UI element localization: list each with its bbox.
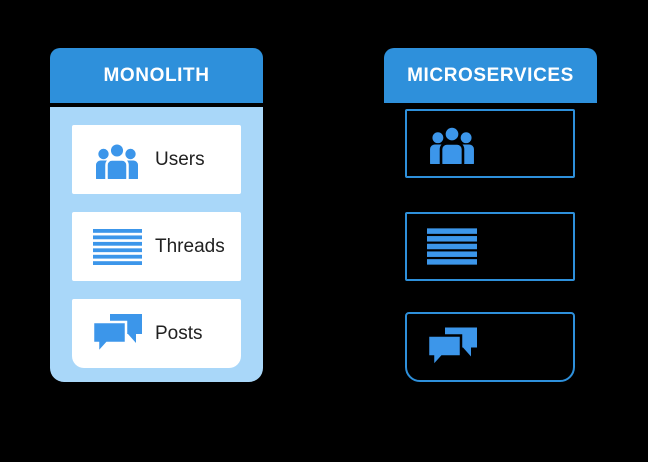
threads-icon xyxy=(427,228,477,265)
service-card-threads: Threads xyxy=(72,212,241,281)
posts-icon xyxy=(427,327,477,367)
microservices-title: MICROSERVICES xyxy=(407,64,574,86)
service-card-users: Users xyxy=(72,125,241,194)
service-label: Users xyxy=(155,148,205,170)
monolith-panel: Users Threads xyxy=(50,107,263,382)
users-icon xyxy=(427,124,477,164)
service-label: Posts xyxy=(155,322,203,344)
service-label: Threads xyxy=(155,235,225,257)
users-icon xyxy=(92,141,142,179)
monolith-header: MONOLITH xyxy=(50,48,263,103)
microservices-header: MICROSERVICES xyxy=(384,48,597,103)
monolith-title: MONOLITH xyxy=(103,64,210,86)
microservice-box-posts xyxy=(405,312,575,382)
service-card-posts: Posts xyxy=(72,299,241,368)
microservice-box-threads xyxy=(405,212,575,281)
threads-icon xyxy=(92,228,142,265)
posts-icon xyxy=(92,314,142,353)
microservice-box-users xyxy=(405,109,575,178)
